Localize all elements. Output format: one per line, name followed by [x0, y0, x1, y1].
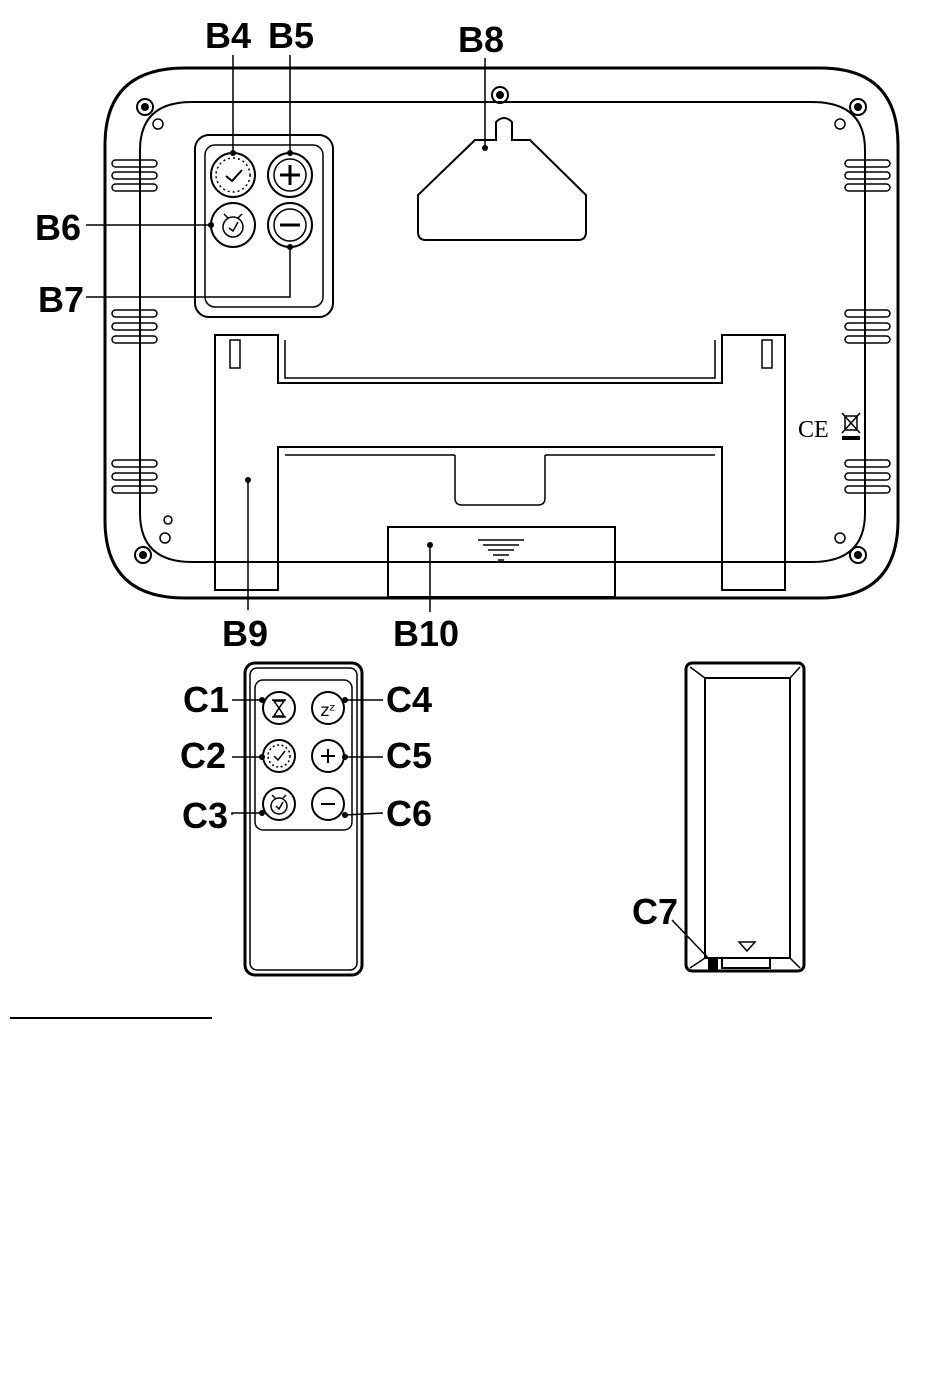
label-b6: B6: [35, 207, 81, 248]
b8-wall-mount-hole: [418, 118, 586, 240]
hole-bottom-left-b: [160, 533, 170, 543]
hole-bottom-left-a: [164, 516, 172, 524]
label-c1: C1: [183, 679, 229, 720]
remote-control: zᶻ: [245, 663, 362, 975]
label-b8: B8: [458, 19, 504, 60]
label-c4: C4: [386, 679, 432, 720]
ce-mark: CE: [798, 417, 829, 443]
remote-back: [686, 663, 804, 971]
b5-plus-button[interactable]: [268, 153, 312, 197]
b9-stand: [215, 335, 785, 590]
label-b4: B4: [205, 15, 251, 56]
battery-slot: [722, 958, 770, 968]
c6-minus-button[interactable]: [312, 788, 344, 820]
main-unit-leaders: [86, 55, 488, 612]
label-b9: B9: [222, 613, 268, 654]
open-arrow-icon: [739, 942, 755, 951]
c1-timer-button[interactable]: [263, 692, 295, 724]
stand-notch: [455, 455, 545, 505]
vent-left-top: [112, 160, 157, 191]
c2-clock-button[interactable]: [263, 740, 295, 772]
main-unit-back: CE: [105, 68, 898, 598]
screw-bottom-right: [850, 547, 866, 563]
hole-top-right: [835, 119, 845, 129]
screw-top-right: [850, 99, 866, 115]
snooze-icon: zᶻ: [320, 701, 335, 721]
label-c5: C5: [386, 735, 432, 776]
c5-plus-button[interactable]: [312, 740, 344, 772]
b4-clock-button[interactable]: [211, 153, 255, 197]
c3-alarm-button[interactable]: [263, 788, 295, 820]
screw-top-left: [137, 99, 153, 115]
c4-snooze-button[interactable]: zᶻ: [312, 692, 344, 724]
label-c6: C6: [386, 793, 432, 834]
label-b10: B10: [393, 613, 459, 654]
label-c3: C3: [182, 795, 228, 836]
stand-clip-right: [762, 340, 772, 368]
b7-minus-button[interactable]: [268, 203, 312, 247]
vent-right-bottom: [845, 460, 890, 493]
stand-inner-edge: [285, 340, 715, 378]
vent-left-bottom: [112, 460, 157, 493]
hole-bottom-right: [835, 533, 845, 543]
screw-top-center: [492, 87, 508, 103]
label-c7: C7: [632, 891, 678, 932]
stand-clip-left: [230, 340, 240, 368]
label-b5: B5: [268, 15, 314, 56]
vent-left-middle: [112, 310, 157, 343]
label-c2: C2: [180, 735, 226, 776]
weee-crossed-bin-icon: [842, 413, 860, 440]
vent-right-top: [845, 160, 890, 191]
screw-bottom-left: [135, 547, 151, 563]
label-b7: B7: [38, 279, 84, 320]
b6-alarm-button[interactable]: [211, 203, 255, 247]
hole-top-left: [153, 119, 163, 129]
vent-right-middle: [845, 310, 890, 343]
